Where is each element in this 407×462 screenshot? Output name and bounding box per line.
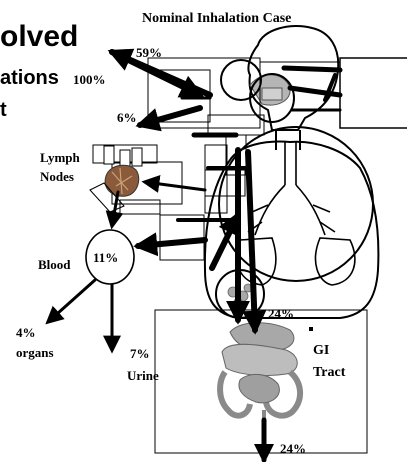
pct-59-label: 59% xyxy=(136,46,162,59)
gi-tract-label-line1: GI xyxy=(313,344,329,358)
blood-label: Blood xyxy=(38,258,71,271)
feces-percent: 24% xyxy=(280,442,306,455)
lymph-nodes-label-line1: Lymph xyxy=(40,151,80,164)
diagram-title: Nominal Inhalation Case xyxy=(142,12,291,26)
lymph-nodes-label-line2: Nodes xyxy=(40,170,74,183)
lymph-node-blob xyxy=(105,165,139,196)
upper-right-box xyxy=(340,58,407,128)
pct-6-label: 6% xyxy=(117,111,137,124)
slide-line2-fragment: ations xyxy=(0,68,59,88)
urine-label: Urine xyxy=(127,369,159,382)
lymph-node-bars xyxy=(104,146,142,166)
slide-heading-fragment: olved xyxy=(0,22,78,52)
blood-percent: 11% xyxy=(93,251,118,264)
organs-label: organs xyxy=(16,346,54,359)
gi-tract-label-line2: Tract xyxy=(313,366,345,380)
urine-percent: 7% xyxy=(130,347,150,360)
pct-100-label: 100% xyxy=(73,73,106,86)
slide-line3-fragment: t xyxy=(0,100,7,120)
gi-percent: 24% xyxy=(268,307,294,320)
organs-percent: 4% xyxy=(16,326,36,339)
small-marker xyxy=(309,327,313,331)
gi-tract-organs xyxy=(220,323,300,430)
